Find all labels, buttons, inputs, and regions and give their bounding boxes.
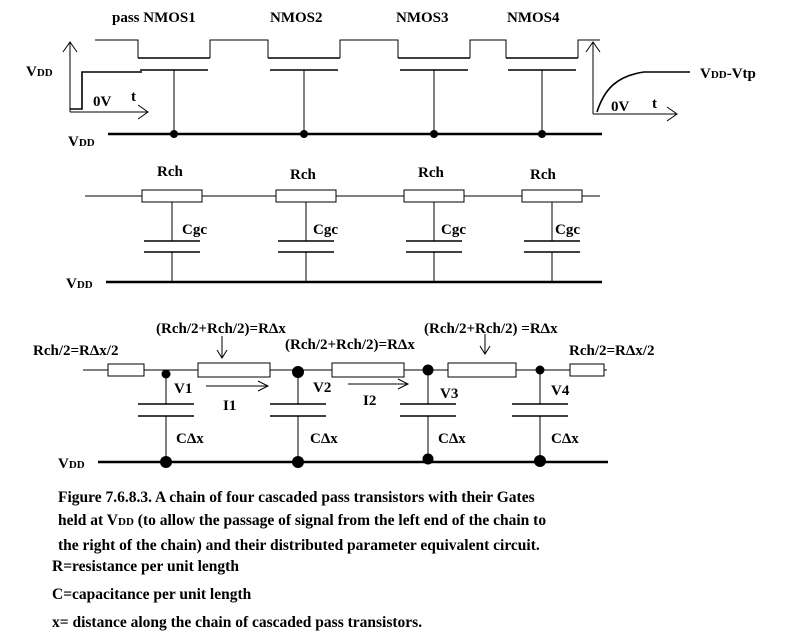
rch-label-1: Rch — [157, 164, 183, 180]
full-r-label-2: (Rch/2+Rch/2)=RΔx — [285, 337, 415, 353]
rail-vdd-label-3: VDD — [58, 456, 85, 472]
current-i1-label: I1 — [223, 398, 236, 414]
cgc-label-3: Cgc — [441, 222, 466, 238]
nmos1-label: pass NMOS1 — [112, 10, 196, 26]
rch-label-2: Rch — [290, 167, 316, 183]
node-v4-label: V4 — [551, 383, 570, 399]
nmos4-label: NMOS4 — [507, 10, 560, 26]
distributed-rc-circuit: Rch/2=RΔx/2 (Rch/2+Rch/2)=RΔx (Rch/2+Rch… — [33, 321, 654, 468]
input-t-label: t — [131, 89, 136, 105]
full-r-label-1: (Rch/2+Rch/2)=RΔx — [156, 321, 286, 337]
half-r-label-right: Rch/2=RΔx/2 — [569, 343, 654, 359]
input-step-waveform: VDD 0V t — [26, 41, 149, 120]
output-t-label: t — [652, 96, 657, 112]
node-v2-label: V2 — [313, 380, 331, 396]
rch-label-4: Rch — [530, 167, 556, 183]
output-zero-label: 0V — [611, 99, 630, 115]
full-r-label-3: (Rch/2+Rch/2) =RΔx — [424, 321, 558, 337]
rail-vdd-label-2: VDD — [66, 276, 93, 292]
definition-r: R=resistance per unit length — [52, 558, 239, 575]
cgc-label-4: Cgc — [555, 222, 580, 238]
definition-x: x= distance along the chain of cascaded … — [52, 614, 423, 631]
transistor-chain: pass NMOS1 NMOS2 NMOS3 NMOS4 — [95, 10, 602, 138]
caption-line-2: held at VDD (to allow the passage of sig… — [58, 512, 547, 529]
node-v3-label: V3 — [440, 386, 458, 402]
caption-line-3: the right of the chain) and their distri… — [58, 537, 540, 554]
current-i2-label: I2 — [363, 393, 376, 409]
cdx-label-1: CΔx — [176, 431, 204, 447]
cgc-label-1: Cgc — [182, 222, 207, 238]
output-label: VDD-Vtp — [700, 66, 756, 82]
lumped-rc-model: Rch Rch Rch Rch Cgc Cgc Cgc Cgc — [85, 164, 602, 284]
input-zero-label: 0V — [93, 94, 112, 110]
rail-vdd-label-1: VDD — [68, 134, 95, 150]
half-r-label-left: Rch/2=RΔx/2 — [33, 343, 118, 359]
cdx-label-4: CΔx — [551, 431, 579, 447]
node-v1-label: V1 — [174, 381, 192, 397]
caption-line-1: Figure 7.6.8.3. A chain of four cascaded… — [58, 489, 535, 506]
definition-c: C=capacitance per unit length — [52, 586, 252, 603]
cdx-label-2: CΔx — [310, 431, 338, 447]
input-vdd-label: VDD — [26, 64, 53, 80]
nmos2-label: NMOS2 — [270, 10, 323, 26]
figure-caption: Figure 7.6.8.3. A chain of four cascaded… — [58, 486, 738, 557]
nmos3-label: NMOS3 — [396, 10, 449, 26]
output-waveform: VDD-Vtp 0V t — [585, 41, 756, 122]
rch-label-3: Rch — [418, 165, 444, 181]
cdx-label-3: CΔx — [438, 431, 466, 447]
cgc-label-2: Cgc — [313, 222, 338, 238]
